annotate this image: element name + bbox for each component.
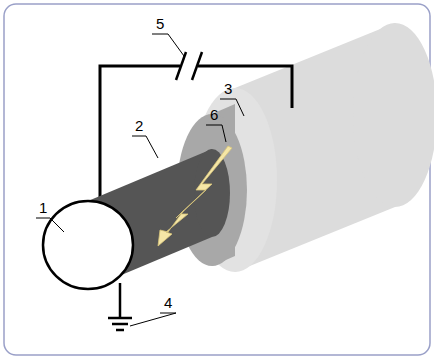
callout-number: 3: [224, 81, 232, 97]
callout-number: 1: [39, 200, 47, 216]
breakdown-bolt: [158, 146, 232, 246]
capacitor-symbol: [176, 52, 202, 80]
ground-symbol: [108, 283, 132, 330]
callout-number: 2: [135, 118, 143, 134]
inner-conductor: [43, 149, 230, 289]
callout-number: 6: [210, 107, 218, 123]
leader-line: [36, 34, 244, 326]
callout-number: 4: [164, 295, 172, 311]
callout-number: 5: [156, 16, 164, 32]
